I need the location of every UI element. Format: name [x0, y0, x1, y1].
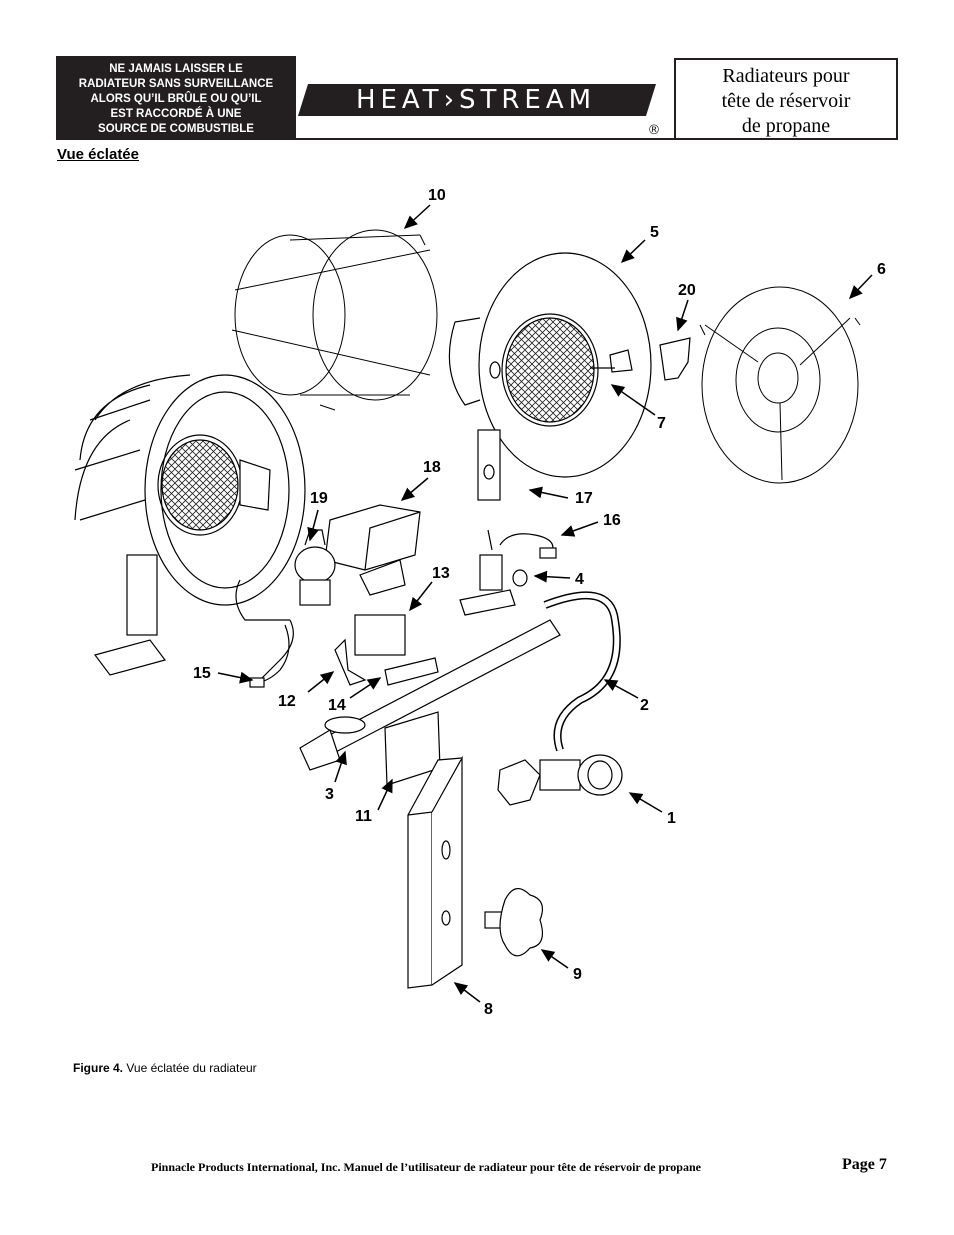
section-title: Vue éclatée: [57, 146, 139, 163]
part-label: 2: [640, 697, 649, 714]
mounting-bracket: [354, 614, 406, 656]
warning-box: NE JAMAIS LAISSER LE RADIATEUR SANS SURV…: [56, 56, 296, 140]
title-box: Radiateurs pour tête de réservoir de pro…: [674, 58, 898, 140]
warning-line: RADIATEUR SANS SURVEILLANCE: [78, 78, 274, 90]
leader-arrows: [217, 204, 873, 1003]
title-line: tête de réservoir: [721, 90, 851, 112]
part-label: 17: [575, 490, 593, 507]
control-housing: [324, 504, 421, 596]
reflector: [448, 252, 652, 501]
gas-hose-inner: [544, 592, 620, 751]
wire-guard-back: [231, 229, 438, 411]
tank-connector: [497, 754, 623, 806]
logo-graphic: HEAT›STREAM ®: [298, 84, 661, 138]
part-label: 19: [310, 490, 328, 507]
warning-line: SOURCE DE COMBUSTIBLE: [98, 123, 254, 135]
part-label: 14: [328, 697, 346, 714]
part-label: 10: [428, 187, 446, 204]
part-label: 5: [650, 224, 659, 241]
footer-text: Pinnacle Products International, Inc. Ma…: [151, 1160, 701, 1174]
part-label: 12: [278, 693, 296, 710]
warning-line: ALORS QU’IL BRÛLE OU QU’IL: [90, 93, 262, 105]
gas-hose: [543, 591, 621, 752]
warning-line: EST RACCORDÉ À UNE: [110, 108, 242, 120]
part-label: 7: [657, 415, 666, 432]
logo-banner: [298, 84, 656, 116]
part-label: 11: [355, 808, 372, 825]
burner-valve-assembly: [459, 529, 528, 616]
page-header: NE JAMAIS LAISSER LE RADIATEUR SANS SURV…: [56, 56, 898, 142]
part-label: 8: [484, 1001, 493, 1018]
assembled-heater: [74, 374, 306, 681]
figure-caption: Figure 4. Vue éclatée du radiateur: [73, 1061, 257, 1075]
part-label: 15: [193, 665, 211, 682]
brand-logo: HEAT›STREAM ®: [296, 56, 674, 140]
logo-wordmark: HEAT›STREAM: [356, 85, 596, 115]
page-footer: Pinnacle Products International, Inc. Ma…: [0, 1154, 954, 1178]
main-gas-manifold: [299, 619, 561, 771]
igniter-clip: [334, 638, 367, 686]
registered-mark: ®: [648, 123, 661, 138]
warning-line: NE JAMAIS LAISSER LE: [109, 63, 243, 75]
support-bar: [384, 657, 439, 686]
part-label: 9: [573, 966, 582, 983]
title-line: Radiateurs pour: [722, 65, 850, 87]
part-label: 3: [325, 786, 334, 803]
page-number: Page 7: [842, 1156, 887, 1173]
front-grille: [699, 286, 861, 484]
part-label: 13: [432, 565, 450, 582]
part-label: 4: [575, 571, 584, 588]
part-label: 6: [877, 261, 886, 278]
figure-caption-text: Vue éclatée du radiateur: [123, 1061, 257, 1075]
part-labels: 10 5 6 20 7 18 19 17 16 13 4 15 12 14 2 …: [193, 187, 886, 1018]
title-line: de propane: [741, 115, 831, 137]
part-label: 1: [667, 810, 676, 827]
adjustment-knob: [484, 888, 543, 957]
part-label: 18: [423, 459, 441, 476]
part-label: 16: [603, 512, 621, 529]
support-post: [407, 755, 463, 989]
deflector-shield: [659, 337, 691, 381]
figure-label: Figure 4.: [73, 1061, 124, 1075]
part-label: 20: [678, 282, 696, 299]
igniter-wiring: [249, 533, 557, 688]
